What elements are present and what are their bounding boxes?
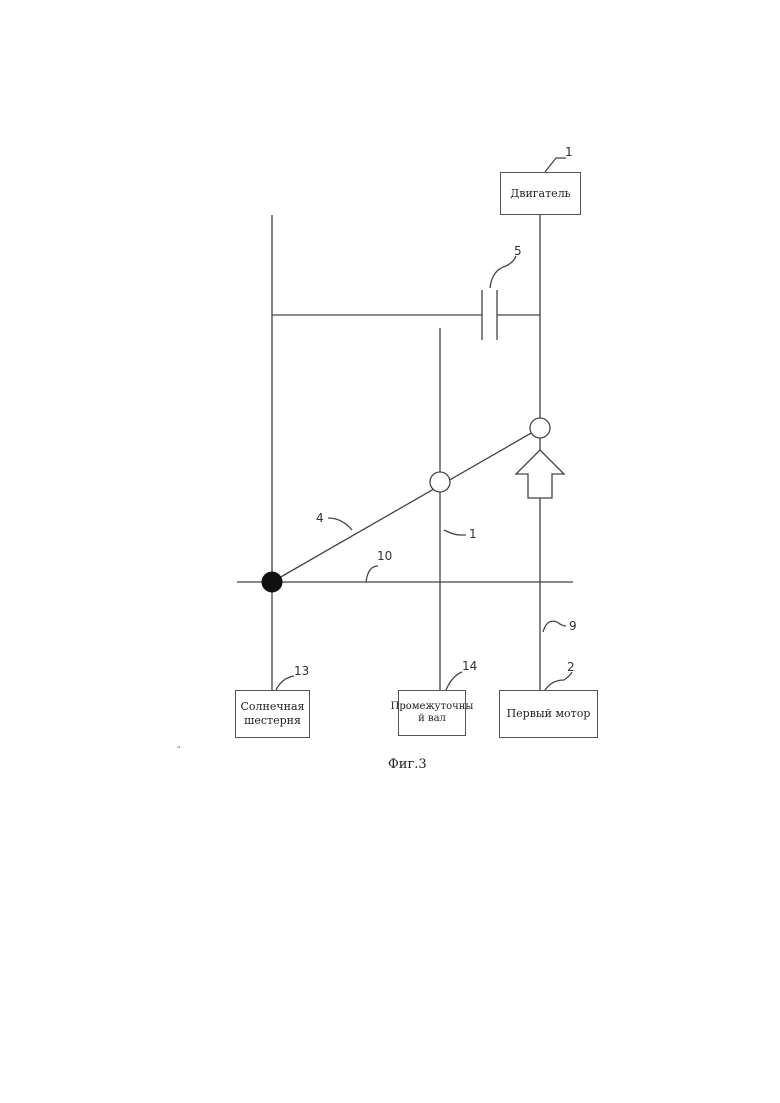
intermediate-shaft-label-line1: Промежуточны [391,701,474,714]
ref-axis: 10 [377,549,392,563]
up-arrow-icon [516,450,564,498]
leader-axis [366,566,378,582]
intermediate-shaft-box: Промежуточны й вал [398,690,466,736]
leader-motor-line [543,621,566,632]
ref-shaft-line: 1 [469,527,477,541]
ref-sun-gear: 13 [294,664,309,678]
leader-shaft [444,530,466,535]
ref-intermediate: 14 [462,659,477,673]
engine-box: Двигатель [500,172,581,215]
sun-gear-label-line2: шестерня [244,714,301,728]
intermediate-shaft-label-line2: й вал [418,713,446,726]
sun-gear-label-line1: Солнечная [241,700,305,714]
ref-motor-line: 9 [569,619,577,633]
leader-clutch [490,256,516,288]
leader-intermediate [446,672,462,690]
sun-gear-box: Солнечная шестерня [235,690,310,738]
ref-clutch: 5 [514,244,522,258]
first-motor-box: Первый мотор [499,690,598,738]
leader-engine [545,158,566,172]
ref-engine: 1 [565,145,573,159]
figure-caption: Фиг.3 [388,757,427,772]
lever-line [272,428,540,582]
ref-first-motor: 2 [567,660,575,674]
engine-label: Двигатель [510,187,570,201]
leader-sun-gear [276,676,294,690]
leader-first-motor [545,672,572,690]
motor-node [530,418,550,438]
stray-mark: " [177,745,180,753]
sun-gear-node [262,572,282,592]
leader-lever [328,518,352,530]
first-motor-label: Первый мотор [507,707,591,721]
ref-lever: 4 [316,511,324,525]
intermediate-node [430,472,450,492]
